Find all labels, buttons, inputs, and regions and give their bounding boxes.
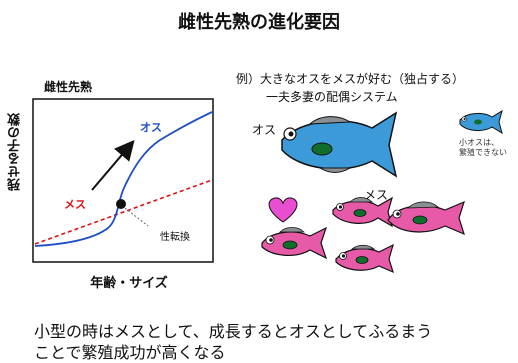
crossover-label: 性転換: [160, 230, 190, 243]
small-male-fish: [459, 109, 503, 135]
male-fish-label: オス: [252, 123, 276, 137]
male-curve: [34, 111, 213, 247]
large-male-fish: [281, 111, 398, 178]
female-fish: [261, 226, 328, 260]
crossover-point: [116, 199, 126, 209]
example-line-1: 例）大きなオスをメスが好む（独占する）: [236, 72, 465, 86]
caption-line-2: ことで繁殖成功が高くなる: [34, 343, 226, 362]
female-fish: [387, 200, 465, 236]
small-male-note-line1: 小オスは、: [459, 138, 499, 147]
increase-arrow: [91, 139, 135, 191]
female-fish-label: メス: [364, 188, 388, 202]
male-curve-label: オス: [140, 121, 162, 134]
female-line: [34, 179, 213, 245]
small-male-note-line2: 繁殖できない: [459, 147, 507, 157]
page-title: 雌性先熟の進化要因: [178, 12, 340, 33]
chart-x-axis-label: 年齢・サイズ: [90, 276, 168, 291]
female-fish: [332, 196, 393, 228]
crossover-leader-line: [124, 207, 149, 227]
caption-line-1: 小型の時はメスとして、成長するとオスとしてふるまう: [34, 322, 433, 341]
heart-icon: [268, 197, 298, 223]
female-fish: [335, 243, 394, 274]
example-line-2: 一夫多妻の配偶システム: [266, 90, 398, 104]
chart-title: 雌性先熟: [44, 80, 93, 94]
female-line-label: メス: [64, 198, 86, 211]
